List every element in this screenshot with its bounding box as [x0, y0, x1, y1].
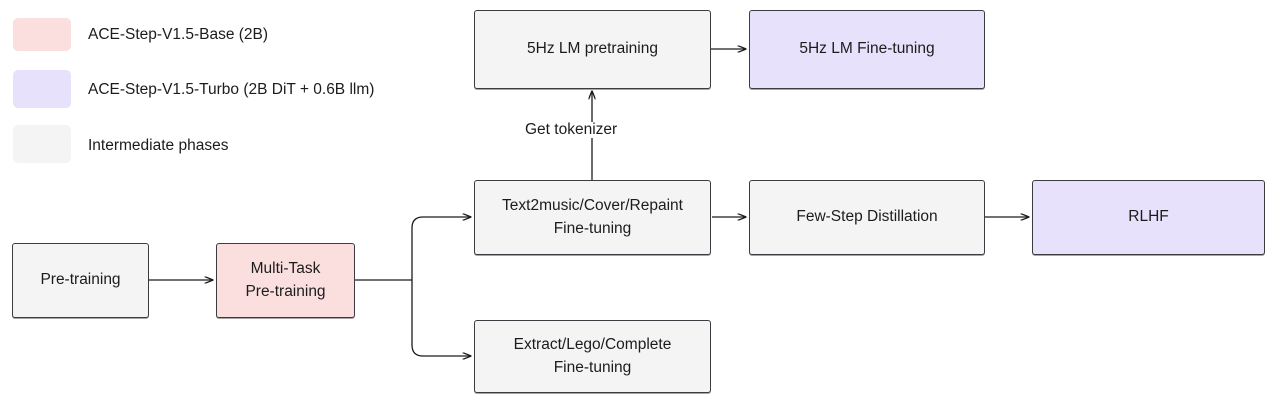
node-lm-pretraining[interactable]: 5Hz LM pretraining: [474, 10, 711, 89]
node-multi-task-pre-training[interactable]: Multi-Task Pre-training: [216, 243, 355, 318]
node-rlhf-label: RLHF: [1128, 208, 1169, 226]
node-extract-lego-complete[interactable]: Extract/Lego/Complete Fine-tuning: [474, 320, 711, 393]
edge-label-get-tokenizer: Get tokenizer: [523, 121, 620, 138]
node-extract-lego-complete-label: Extract/Lego/Complete Fine-tuning: [513, 336, 672, 376]
legend-label-base: ACE-Step-V1.5-Base (2B): [88, 26, 269, 43]
legend-swatch-turbo: [13, 70, 71, 108]
edge-multitask-to-extractlego: [411, 280, 471, 356]
node-few-step-distillation[interactable]: Few-Step Distillation: [749, 180, 985, 255]
node-lm-pretraining-label: 5Hz LM pretraining: [527, 40, 658, 58]
node-lm-finetuning-label: 5Hz LM Fine-tuning: [799, 40, 935, 58]
node-few-step-distillation-label: Few-Step Distillation: [796, 208, 938, 226]
edge-multitask-to-text2music: [411, 217, 471, 280]
legend-label-intermediate: Intermediate phases: [88, 137, 229, 154]
legend-swatch-base: [13, 18, 71, 51]
node-multi-task-pre-training-label: Multi-Task Pre-training: [245, 260, 326, 300]
node-lm-finetuning[interactable]: 5Hz LM Fine-tuning: [749, 10, 985, 89]
node-pre-training[interactable]: Pre-training: [12, 243, 149, 318]
node-pre-training-label: Pre-training: [40, 271, 121, 289]
legend-swatch-intermediate: [13, 125, 71, 163]
node-rlhf[interactable]: RLHF: [1032, 180, 1265, 255]
node-text2music-label: Text2music/Cover/Repaint Fine-tuning: [502, 197, 683, 237]
node-text2music[interactable]: Text2music/Cover/Repaint Fine-tuning: [474, 180, 711, 255]
legend-label-turbo: ACE-Step-V1.5-Turbo (2B DiT + 0.6B llm): [88, 81, 375, 98]
